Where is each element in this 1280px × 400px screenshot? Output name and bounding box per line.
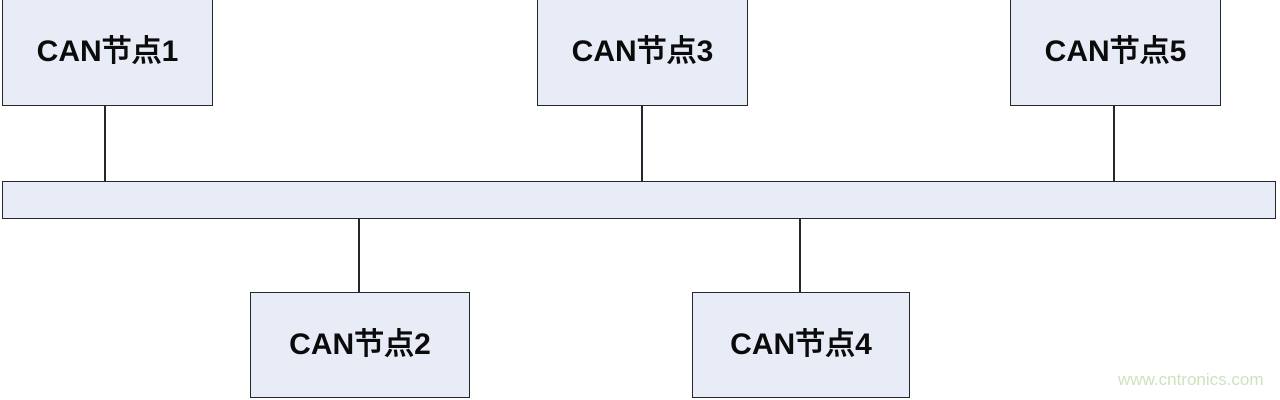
node-label: CAN节点4 bbox=[730, 328, 872, 361]
node-box-can-node-1[interactable]: CAN节点1 bbox=[2, 0, 213, 106]
node-label: CAN节点5 bbox=[1044, 35, 1187, 68]
connector-line-node-2 bbox=[358, 218, 360, 293]
connector-line-node-1 bbox=[104, 106, 106, 182]
node-box-can-node-2[interactable]: CAN节点2 bbox=[250, 292, 470, 398]
connector-line-node-4 bbox=[799, 218, 801, 293]
can-bus-bar[interactable] bbox=[2, 181, 1276, 219]
connector-line-node-3 bbox=[641, 106, 643, 182]
node-box-can-node-4[interactable]: CAN节点4 bbox=[692, 292, 910, 398]
watermark: www.cntronics.com bbox=[1118, 370, 1264, 389]
node-label: CAN节点1 bbox=[36, 35, 179, 68]
connector-line-node-5 bbox=[1113, 106, 1115, 182]
node-label: CAN节点2 bbox=[289, 328, 431, 361]
node-label: CAN节点3 bbox=[571, 35, 714, 68]
node-box-can-node-5[interactable]: CAN节点5 bbox=[1010, 0, 1221, 106]
node-box-can-node-3[interactable]: CAN节点3 bbox=[537, 0, 748, 106]
